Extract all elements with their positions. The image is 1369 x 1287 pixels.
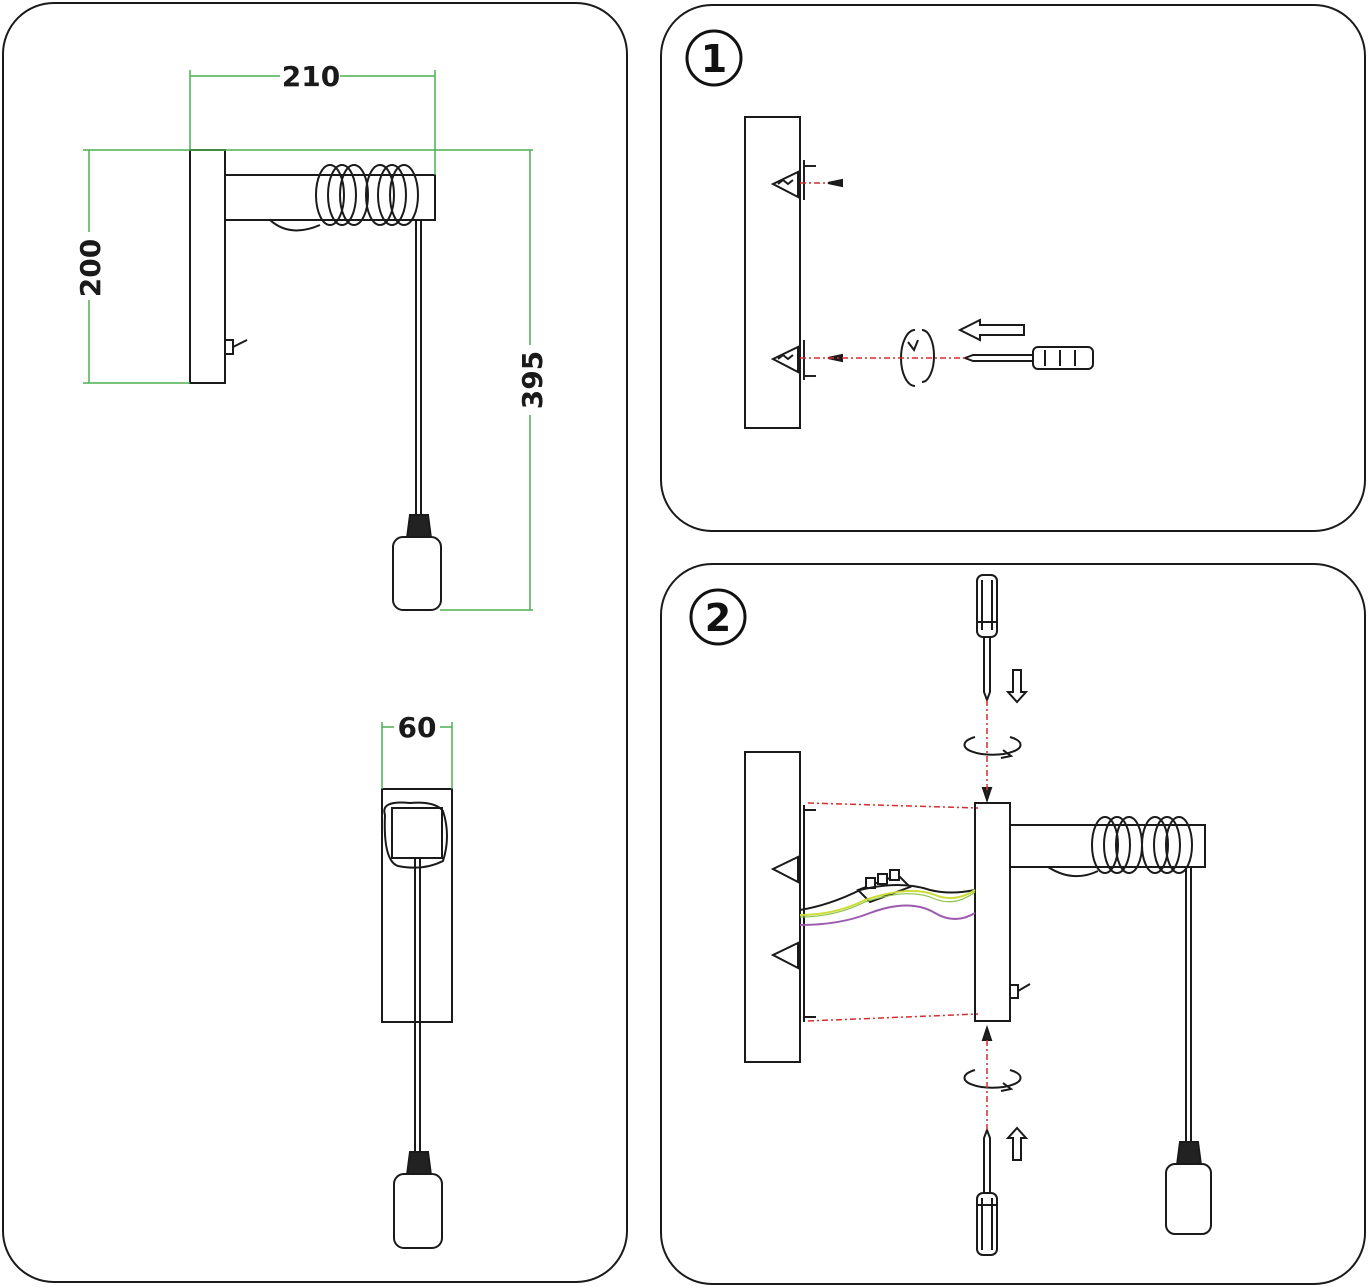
- wall: [744, 116, 801, 429]
- coiled-cable: [1047, 816, 1193, 878]
- direction-arrow-icon: [1005, 669, 1029, 704]
- lamp-socket-icon: [405, 1151, 433, 1176]
- dim-width-top: 210: [282, 60, 340, 93]
- bulb-holder: [1165, 1163, 1212, 1235]
- fixture-plate: [974, 802, 1011, 1022]
- terminal-block-icon: [856, 869, 912, 904]
- dimension-lines-side: [83, 70, 533, 611]
- dim-total-drop: 395: [516, 351, 549, 409]
- rotate-arrow-icon: [963, 1069, 1022, 1092]
- dim-height-plate: 200: [74, 239, 107, 297]
- step-2-wires: [799, 884, 976, 926]
- direction-arrow-icon: [957, 318, 1025, 342]
- screwdriver-icon: [962, 346, 1094, 370]
- screwdriver-icon: [976, 574, 998, 703]
- wall-plug-icon: [770, 345, 799, 374]
- lamp-socket-icon: [405, 514, 433, 539]
- step-1-guides: [800, 182, 965, 359]
- step-2-number: 2: [705, 596, 731, 640]
- step-2-guides: [807, 700, 988, 1130]
- wall-plug-icon: [770, 941, 799, 970]
- rotate-arrow-icon: [963, 736, 1022, 759]
- step-1-drawing: [744, 116, 1094, 429]
- fixture-arm: [1009, 824, 1206, 868]
- step-2-badge: 2: [689, 588, 747, 646]
- side-view-drawing: [189, 149, 442, 611]
- direction-arrow-icon: [1005, 1126, 1029, 1161]
- screwdriver-icon: [976, 1127, 998, 1256]
- bulb-holder: [392, 536, 442, 611]
- wall-plate: [189, 149, 226, 384]
- screw-icon: [981, 1024, 993, 1041]
- front-view-drawing: [381, 788, 453, 1249]
- screw-icon: [827, 178, 843, 188]
- bulb-holder-front: [393, 1173, 443, 1249]
- dimension-lines-front: [381, 722, 453, 789]
- lamp-socket-icon: [1175, 1141, 1203, 1166]
- step-1-number: 1: [701, 37, 727, 81]
- step-1-badge: 1: [685, 29, 743, 87]
- wall-plug-icon: [770, 170, 799, 199]
- dim-plate-width: 60: [398, 711, 437, 744]
- wall: [744, 751, 801, 1063]
- coiled-cable: [269, 164, 419, 232]
- arm-end: [391, 807, 443, 859]
- step-2-drawing: [744, 574, 1212, 1256]
- toggle-switch-icon: [1009, 983, 1031, 999]
- toggle-switch-icon: [224, 339, 248, 355]
- wall-plug-icon: [770, 855, 799, 884]
